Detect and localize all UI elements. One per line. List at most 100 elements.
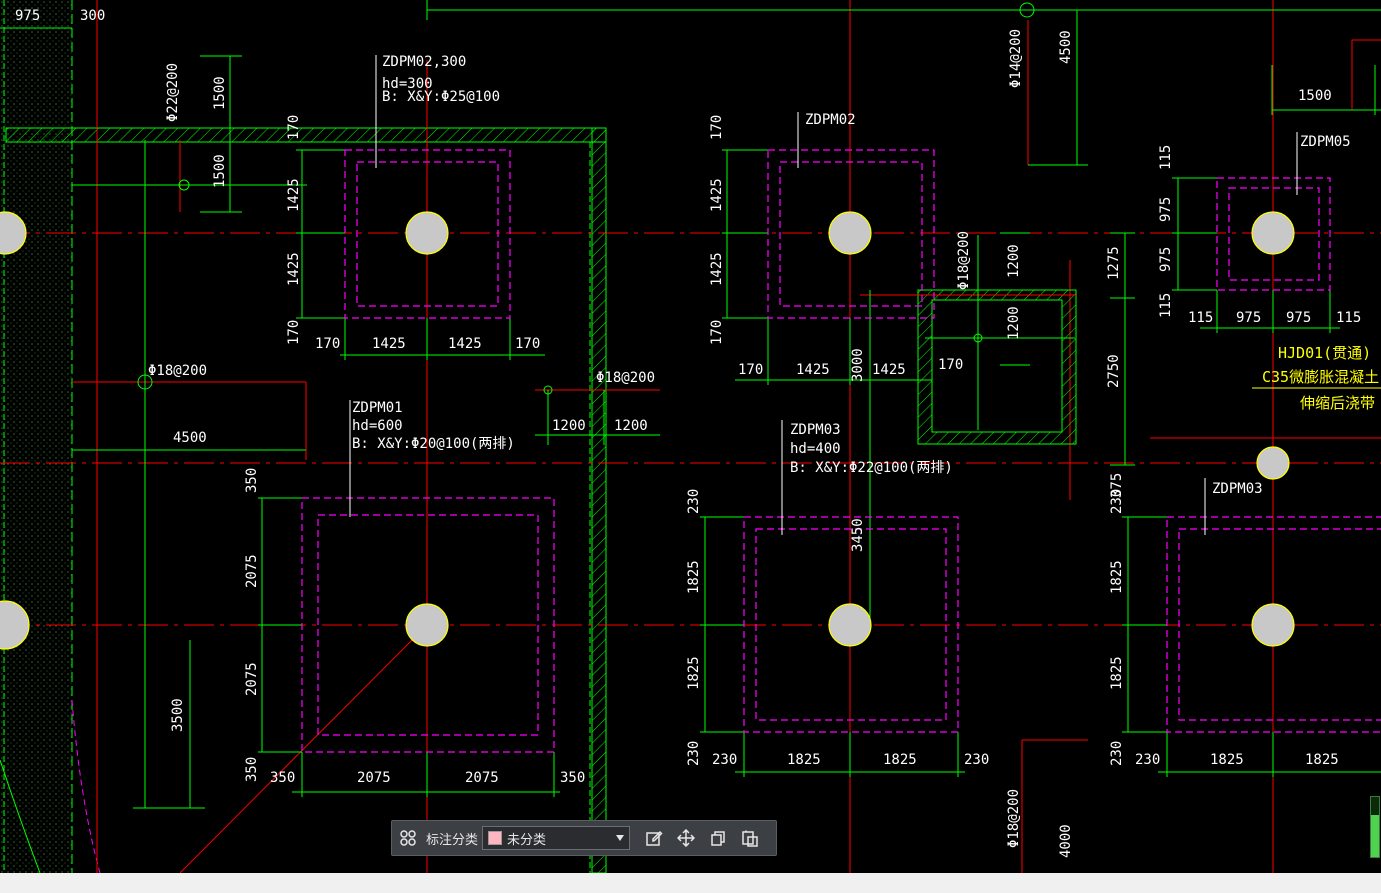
dim-cap5-1825a: 1825 — [787, 752, 821, 768]
dim-cap5-v1825b: 1825 — [686, 656, 702, 690]
cap-rebar-zdpm03: B: X&Y:Φ22@100(两排) — [790, 460, 953, 476]
pile-cap-outlines — [301, 149, 1381, 753]
dim-cap4-350a: 350 — [270, 770, 295, 786]
chevron-down-icon — [616, 835, 625, 841]
wall-top — [5, 127, 607, 143]
sump-pit — [860, 232, 1381, 625]
cap-label-zdpm01: ZDPM01 — [352, 400, 403, 416]
dim-cap1-v170b: 170 — [286, 320, 302, 345]
dim-1275: 1275 — [1106, 246, 1122, 280]
dim-cap4-v350a: 350 — [244, 468, 260, 493]
dim-4500-left: 4500 — [173, 430, 207, 446]
dim-pit-1200b: 1200 — [1006, 306, 1022, 340]
dim-1500-right: 1500 — [1298, 88, 1332, 104]
dim-3450: 3450 — [850, 518, 866, 552]
rebar-label-wall: Φ18@200 — [596, 370, 655, 386]
dim-cap3-v115a: 115 — [1158, 145, 1174, 170]
cap-hd-zdpm02-300: hd=300 — [382, 76, 433, 92]
dim-cap2-170a: 170 — [738, 362, 763, 378]
dim-cap4-2075a: 2075 — [357, 770, 391, 786]
rebar-label-pit: Φ18@200 — [956, 231, 972, 290]
top-dim-975: 975 — [15, 8, 40, 24]
paste-icon[interactable] — [734, 822, 766, 854]
dim-cap3-115a: 115 — [1188, 310, 1213, 326]
dim-cap1-170b: 170 — [515, 336, 540, 352]
dim-cap4-v2075b: 2075 — [244, 662, 260, 696]
dim-375: 375 — [1109, 473, 1125, 498]
dim-cap3-975b: 975 — [1286, 310, 1311, 326]
dim-cap2-1425b: 1425 — [872, 362, 906, 378]
piles — [0, 211, 1295, 650]
rebar-label-phi14: Φ14@200 — [1008, 29, 1024, 88]
cap-label-zdpm03-b: ZDPM03 — [1212, 481, 1263, 497]
dim-cap4-2075b: 2075 — [465, 770, 499, 786]
dim-cap6-1825b: 1825 — [1305, 752, 1339, 768]
cap-rebar-zdpm01: B: X&Y:Φ20@100(两排) — [352, 436, 515, 452]
cap-label-zdpm03-a: ZDPM03 — [790, 422, 841, 438]
dim-cap3-v115b: 115 — [1158, 293, 1174, 318]
dim-cap2-v170a: 170 — [709, 115, 725, 140]
dim-cap4-v2075a: 2075 — [244, 554, 260, 588]
dim-cap5-230b: 230 — [964, 752, 989, 768]
cap-hd-zdpm03: hd=400 — [790, 441, 841, 457]
category-dropdown[interactable]: 未分类 — [482, 826, 631, 850]
cad-drawing: 975 300 ZDPM02,300 hd=300 B: X&Y:Φ25@100… — [0, 0, 1381, 873]
dim-cap6-v230b: 230 — [1109, 741, 1125, 766]
dim-cap1-v170a: 170 — [286, 115, 302, 140]
dim-cap2-v170b: 170 — [709, 320, 725, 345]
move-icon[interactable] — [670, 822, 702, 854]
soil-hatch-strip — [0, 0, 72, 873]
dim-cap4-350b: 350 — [560, 770, 585, 786]
dim-cap1-1425a: 1425 — [372, 336, 406, 352]
edit-icon[interactable] — [638, 822, 670, 854]
scroll-indicator-fill — [1371, 815, 1379, 857]
dim-3000: 3000 — [850, 348, 866, 382]
joint-note-3: 伸缩后浇带 — [1300, 394, 1375, 412]
dim-cap5-230a: 230 — [712, 752, 737, 768]
cad-viewport[interactable]: 975 300 ZDPM02,300 hd=300 B: X&Y:Φ25@100… — [0, 0, 1381, 873]
dim-cap2-v1425a: 1425 — [709, 178, 725, 212]
dim-cap1-v1425a: 1425 — [286, 178, 302, 212]
joint-note-1: HJD01(贯通) — [1278, 344, 1371, 362]
dim-cap6-v1825b: 1825 — [1109, 656, 1125, 690]
cap-rebar-zdpm02-300: B: X&Y:Φ25@100 — [382, 89, 500, 105]
dim-cap2-v1425b: 1425 — [709, 252, 725, 286]
dim-cap6-1825a: 1825 — [1210, 752, 1244, 768]
copy-icon[interactable] — [702, 822, 734, 854]
cap-label-zdpm02-300: ZDPM02,300 — [382, 54, 466, 70]
dim-1200a: 1200 — [552, 418, 586, 434]
top-dim-300: 300 — [80, 8, 105, 24]
scroll-indicator[interactable] — [1370, 796, 1380, 858]
dim-cap5-v230a: 230 — [686, 489, 702, 514]
leader-lines — [349, 55, 1381, 535]
cap-label-zdpm05: ZDPM05 — [1300, 134, 1351, 150]
rebar-lines — [72, 55, 1381, 809]
cap-hd-zdpm01: hd=600 — [352, 418, 403, 434]
dim-cap6-v1825a: 1825 — [1109, 560, 1125, 594]
dim-1500-b: 1500 — [212, 154, 228, 188]
dim-cap5-v230b: 230 — [686, 741, 702, 766]
rebar-label-bottom: Φ18@200 — [1006, 789, 1022, 848]
cap-label-zdpm02: ZDPM02 — [805, 112, 856, 128]
dim-3500: 3500 — [170, 698, 186, 732]
rebar-label-phi22: Φ22@200 — [165, 63, 181, 122]
joint-note-2: C35微膨胀混凝土 — [1262, 368, 1379, 386]
dim-4000: 4000 — [1058, 824, 1074, 858]
dim-cap3-975a: 975 — [1236, 310, 1261, 326]
dim-4500-top: 4500 — [1058, 30, 1074, 64]
grid-icon[interactable] — [392, 822, 424, 854]
dim-pit-170: 170 — [938, 357, 963, 373]
dim-cap6-230a: 230 — [1135, 752, 1160, 768]
annotation-toolbar: 标注分类 未分类 — [391, 820, 777, 856]
dim-pit-1200a: 1200 — [1006, 244, 1022, 278]
dim-2750: 2750 — [1106, 354, 1122, 388]
dim-cap1-v1425b: 1425 — [286, 252, 302, 286]
dim-cap6-v230a: 230 — [1109, 489, 1125, 514]
dim-cap2-1425a: 1425 — [796, 362, 830, 378]
dim-1500-a: 1500 — [212, 76, 228, 110]
dim-cap1-1425b: 1425 — [448, 336, 482, 352]
status-strip — [0, 873, 1381, 893]
dim-cap3-v975a: 975 — [1158, 197, 1174, 222]
wall-right — [591, 127, 607, 873]
dim-cap3-v975b: 975 — [1158, 247, 1174, 272]
